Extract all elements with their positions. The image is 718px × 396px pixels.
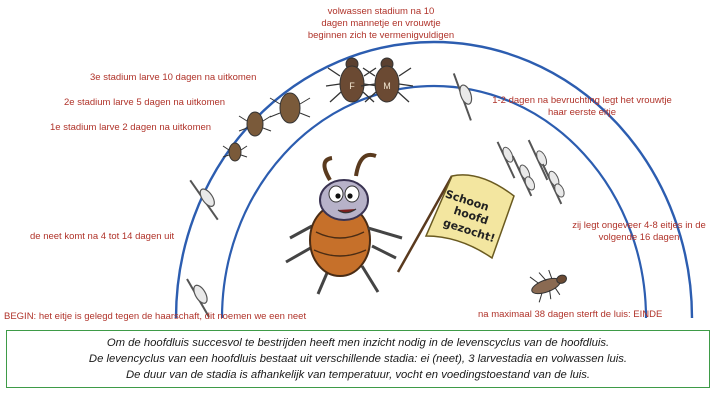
larva-stage3-icon — [270, 93, 310, 123]
dead-louse-icon — [527, 264, 572, 304]
label-larva-stage1: 1e stadium larve 2 dagen na uitkomen — [50, 122, 211, 134]
caption-line-2: De levencyclus van een hoofdluis bestaat… — [7, 351, 709, 367]
first-egg-hair-icon — [453, 70, 479, 120]
adult-louse-male-icon: M — [361, 58, 413, 102]
male-mark: M — [383, 81, 391, 91]
label-begin: BEGIN: het eitje is gelegd tegen de haar… — [4, 311, 306, 323]
caption-line-3: De duur van de stadia is afhankelijk van… — [7, 367, 709, 383]
label-adult-stage: volwassen stadium na 10 dagen mannetje e… — [296, 6, 466, 42]
label-nit-hatch: de neet komt na 4 tot 14 dagen uit — [30, 231, 174, 243]
label-larva-stage3: 3e stadium larve 10 dagen na uitkomen — [90, 72, 256, 84]
female-mark: F — [349, 81, 355, 91]
label-end: na maximaal 38 dagen sterft de luis: EIN… — [478, 309, 662, 321]
label-larva-stage2: 2e stadium larve 5 dagen na uitkomen — [64, 97, 225, 109]
caption-line-1: Om de hoofdluis succesvol te bestrijden … — [7, 335, 709, 351]
label-egg-count: zij legt ongeveer 4-8 eitjes in de volge… — [560, 220, 718, 244]
caption-box: Om de hoofdluis succesvol te bestrijden … — [6, 330, 710, 388]
label-first-egg: 1-2 dagen na bevruchting legt het vrouwt… — [482, 95, 682, 119]
flag: Schoon hoofd gezocht! — [398, 175, 514, 272]
cartoon-louse-mascot — [286, 155, 402, 294]
